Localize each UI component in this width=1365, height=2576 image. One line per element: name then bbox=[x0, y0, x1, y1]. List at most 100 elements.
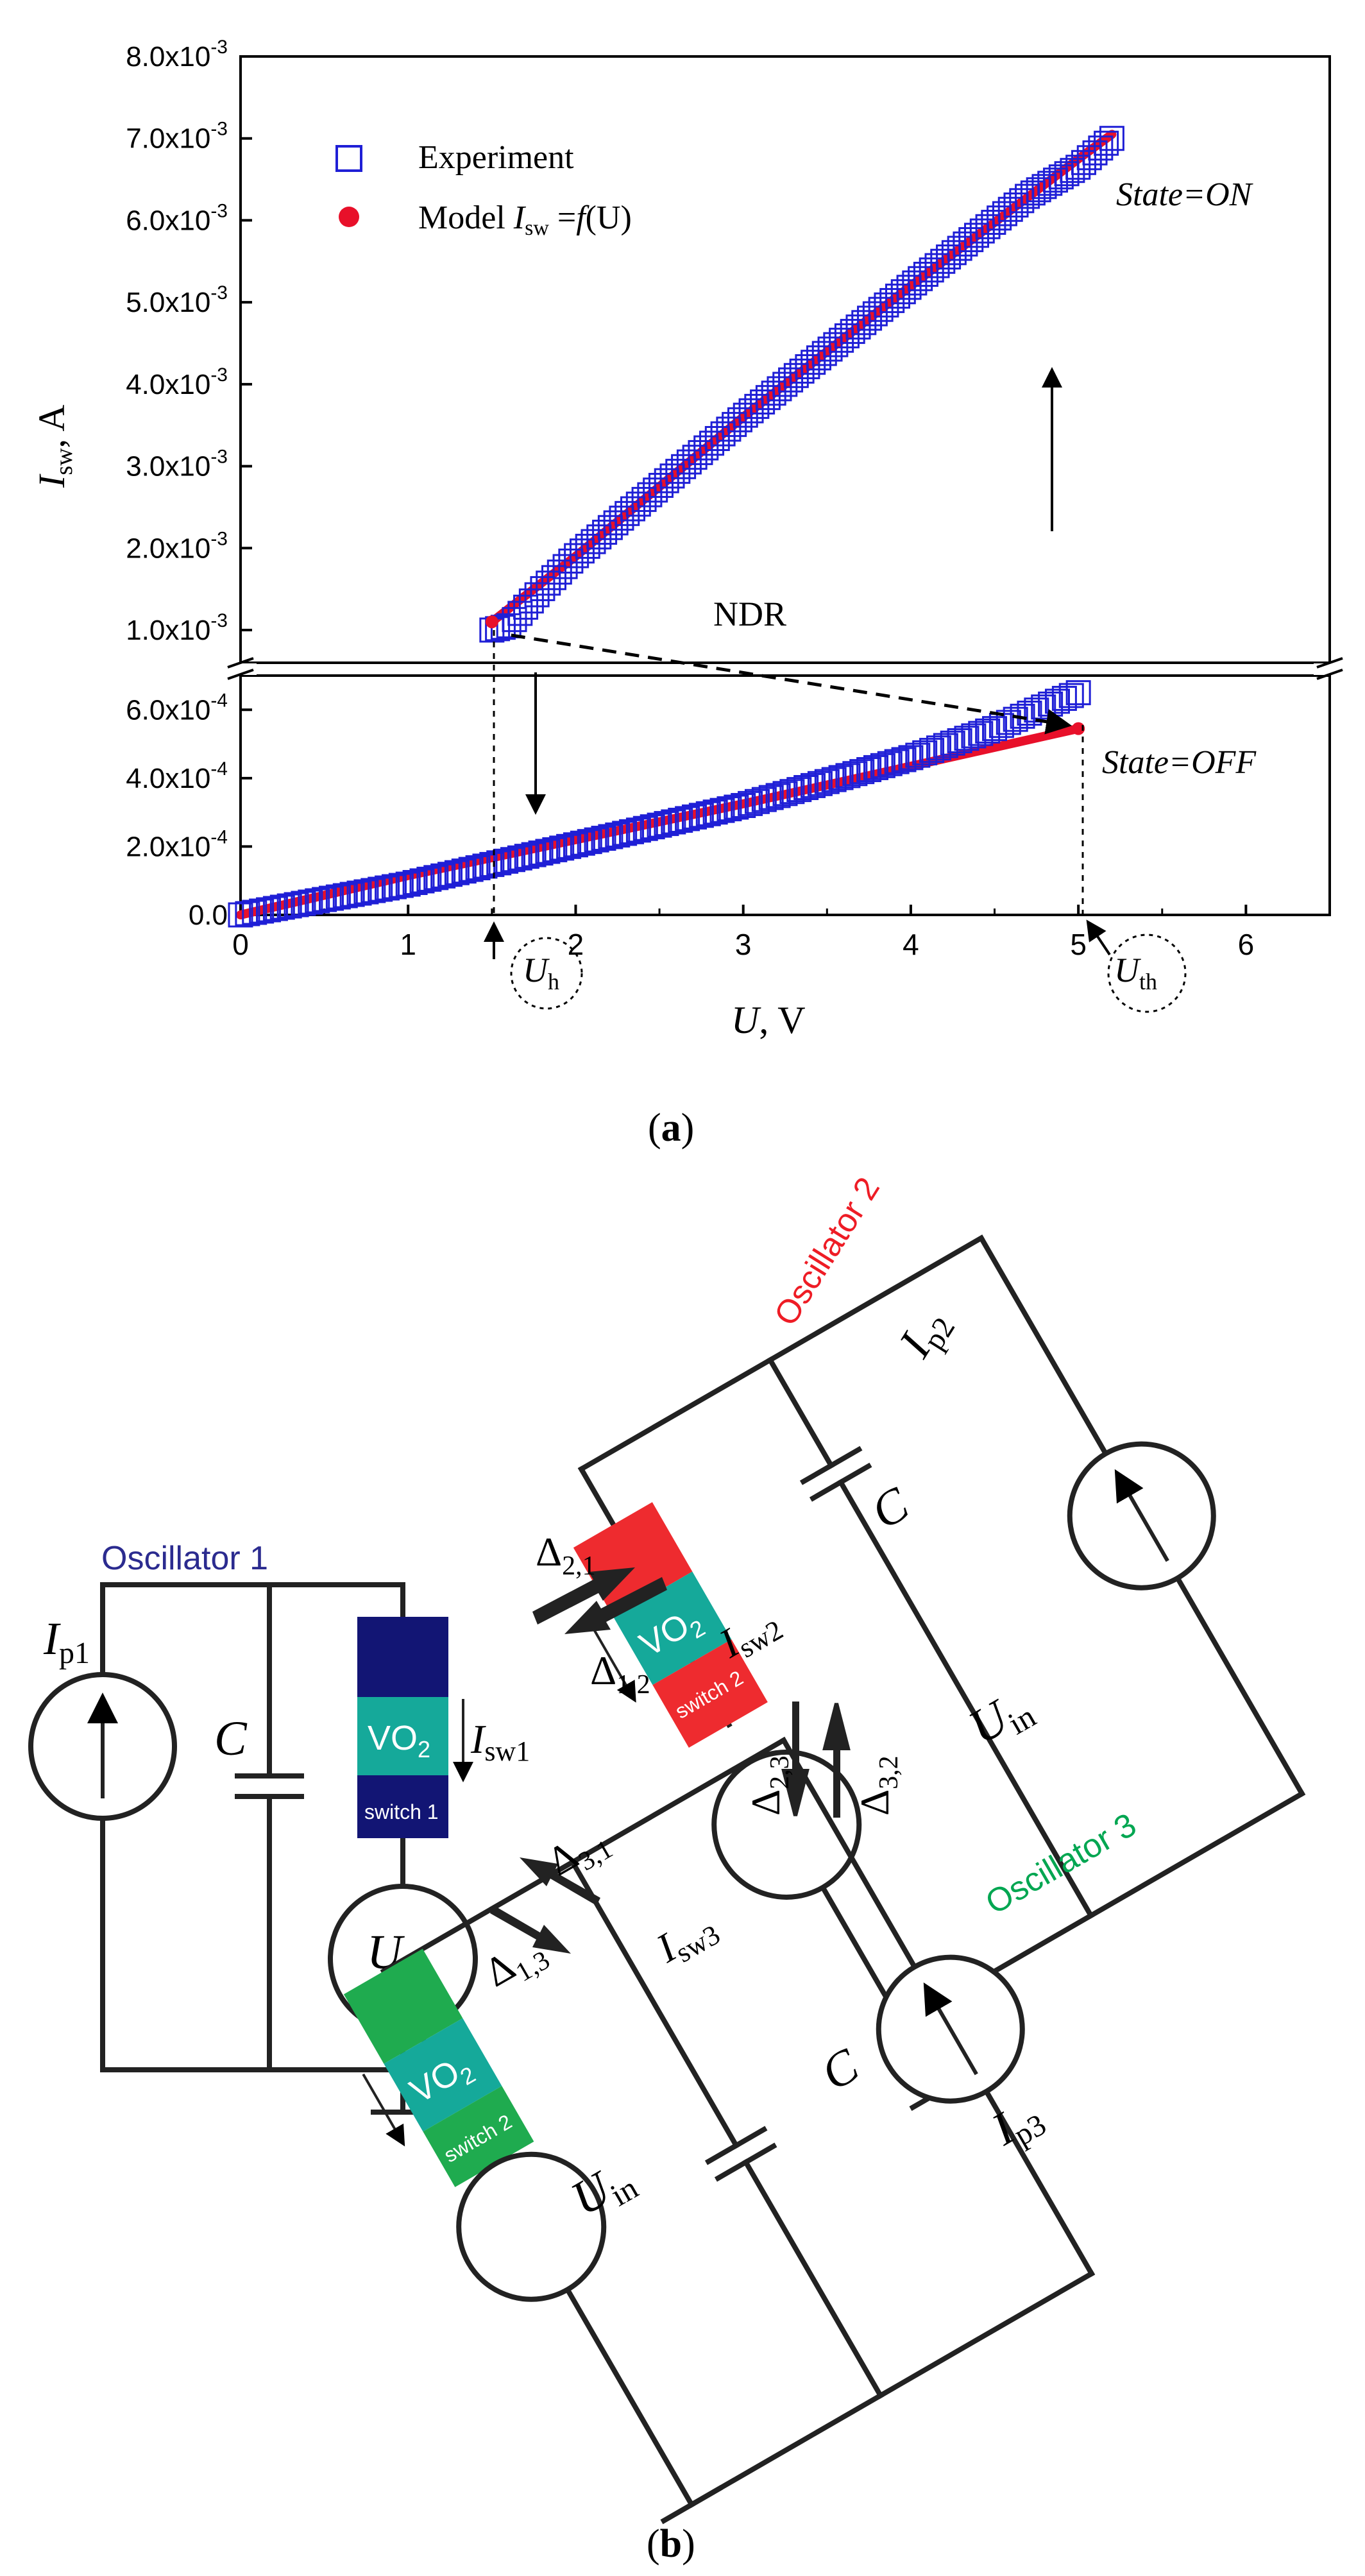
experiment-point bbox=[751, 787, 777, 812]
experiment-point bbox=[500, 847, 525, 873]
experiment-point bbox=[262, 896, 288, 921]
caption-b: (b) bbox=[647, 2522, 695, 2566]
osc1-vo2-label: VO2 bbox=[368, 1719, 430, 1762]
experiment-point bbox=[465, 855, 491, 881]
experiment-point bbox=[591, 826, 616, 851]
circuit-panel-b: Oscillator 1 Ip1 C bbox=[28, 1171, 1306, 2566]
experiment-point bbox=[1003, 706, 1028, 732]
experiment-point bbox=[744, 789, 770, 814]
experiment-point bbox=[716, 796, 742, 822]
experiment-point bbox=[772, 781, 798, 806]
x-tick-label: 5 bbox=[1070, 928, 1087, 961]
y-tick-label: 6.0x10-3 bbox=[126, 200, 228, 236]
experiment-point bbox=[402, 869, 428, 895]
coupling-23: Δ2,3 Δ3,2 bbox=[743, 1702, 904, 1818]
experiment-point bbox=[528, 840, 554, 866]
y-tick-label: 8.0x10-3 bbox=[126, 37, 228, 73]
osc3-current-source bbox=[876, 1954, 1025, 2104]
state-on-label: State=ON bbox=[1116, 176, 1254, 213]
experiment-point bbox=[472, 853, 498, 879]
y-tick-label: 4.0x10-3 bbox=[126, 364, 228, 400]
experiment-point bbox=[996, 710, 1021, 735]
plot-marks bbox=[228, 126, 1124, 928]
y-tick-label: 7.0x10-3 bbox=[126, 119, 228, 155]
experiment-point bbox=[381, 874, 407, 900]
experiment-point bbox=[346, 880, 372, 906]
experiment-point bbox=[863, 755, 888, 780]
experiment-point bbox=[437, 862, 463, 887]
plot-frame-upper bbox=[239, 55, 1331, 664]
uh-label: Uh bbox=[510, 937, 583, 1010]
experiment-point bbox=[849, 759, 875, 785]
experiment-point bbox=[312, 887, 337, 912]
osc3-isw-arrow bbox=[362, 2073, 405, 2147]
experiment-point bbox=[619, 819, 645, 844]
experiment-point bbox=[368, 876, 393, 902]
osc3-isw-label: Isw3 bbox=[649, 1902, 725, 1976]
experiment-point bbox=[514, 844, 539, 869]
experiment-point bbox=[395, 871, 421, 897]
y-tick-label: 2.0x10-4 bbox=[126, 826, 228, 862]
experiment-point bbox=[709, 798, 735, 823]
coupling-13: Δ3,1 Δ1,3 bbox=[477, 1832, 618, 1995]
experiment-point bbox=[905, 742, 931, 768]
osc2-uin-label: Uin bbox=[960, 1678, 1042, 1759]
experiment-point bbox=[507, 845, 532, 871]
osc1-switch-label: switch 1 bbox=[364, 1800, 439, 1823]
osc1-current-source bbox=[28, 1672, 177, 1821]
experiment-point bbox=[430, 863, 456, 889]
osc2-current-source bbox=[1067, 1441, 1216, 1591]
experiment-point bbox=[786, 777, 812, 803]
osc2-voltage-source bbox=[711, 1749, 862, 1900]
experiment-point bbox=[521, 842, 547, 867]
osc2-title: Oscillator 2 bbox=[767, 1171, 887, 1332]
experiment-point bbox=[535, 839, 561, 864]
osc1-switch: VO2 switch 1 bbox=[357, 1617, 448, 1838]
y-axis-label: Isw, A bbox=[31, 405, 78, 488]
y-axis-ticks: 0.02.0x10-44.0x10-46.0x10-41.0x10-32.0x1… bbox=[126, 37, 252, 931]
experiment-point bbox=[961, 723, 987, 749]
experiment-point bbox=[235, 901, 260, 926]
experiment-point bbox=[605, 822, 631, 848]
experiment-point bbox=[675, 806, 700, 832]
osc2-isw-arrow bbox=[593, 1630, 636, 1703]
experiment-point bbox=[325, 884, 351, 910]
experiment-point bbox=[423, 865, 449, 891]
model-endpoint-on bbox=[485, 615, 498, 629]
experiment-point bbox=[549, 835, 575, 861]
x-tick-label: 6 bbox=[1238, 928, 1255, 961]
experiment-point bbox=[556, 833, 582, 859]
experiment-point bbox=[570, 830, 595, 856]
experiment-point bbox=[765, 783, 791, 808]
experiment-point bbox=[682, 804, 707, 830]
experiment-point bbox=[612, 821, 638, 846]
experiment-point bbox=[654, 811, 679, 837]
experiment-point bbox=[828, 765, 854, 790]
experiment-point bbox=[353, 879, 379, 905]
ndr-label: NDR bbox=[713, 595, 786, 633]
experiment-point bbox=[1031, 694, 1056, 720]
experiment-point bbox=[695, 801, 721, 826]
axis-break-right bbox=[1314, 657, 1346, 680]
y-tick-label: 6.0x10-4 bbox=[126, 690, 228, 726]
experiment-point bbox=[807, 771, 833, 796]
experiment-point bbox=[284, 892, 309, 917]
experiment-point bbox=[982, 716, 1008, 742]
experiment-point bbox=[821, 767, 847, 792]
caption-a: (a) bbox=[648, 1106, 694, 1150]
experiment-point bbox=[339, 882, 365, 907]
experiment-point bbox=[842, 761, 868, 787]
legend: Experiment Model Isw =f(U) bbox=[335, 139, 632, 240]
experiment-point bbox=[249, 898, 275, 924]
state-off-label: State=OFF bbox=[1102, 744, 1257, 781]
x-tick-label: 3 bbox=[735, 928, 752, 961]
x-axis-label: U, V bbox=[731, 999, 806, 1041]
x-tick-label: 0 bbox=[232, 928, 249, 961]
experiment-point bbox=[228, 902, 253, 928]
experiment-point bbox=[409, 868, 435, 894]
experiment-point bbox=[598, 824, 623, 849]
osc1-isw-label: Isw1 bbox=[470, 1716, 530, 1767]
legend-marker-model bbox=[339, 207, 359, 227]
experiment-point bbox=[954, 726, 979, 751]
